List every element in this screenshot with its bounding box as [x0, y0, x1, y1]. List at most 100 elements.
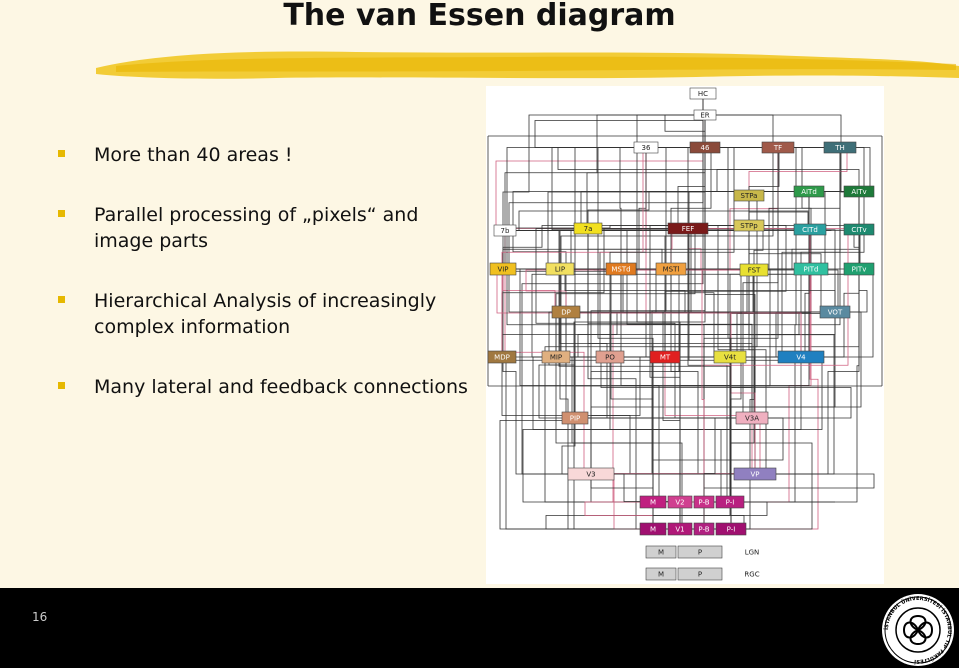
bullet-text: More than 40 areas ! [94, 144, 293, 166]
bullet-item: Parallel processing of „pixels“ and imag… [58, 202, 468, 254]
area-box-citd [793, 223, 827, 236]
connection-line [701, 269, 754, 529]
area-label-dp: DP [561, 309, 571, 317]
area-label-aitv: AITv [851, 188, 866, 196]
area-label-mstl: MSTl [663, 266, 680, 274]
area-label-m: M [658, 549, 664, 557]
area-box-stpp [733, 219, 765, 232]
bullet-text: Parallel processing of „pixels“ and imag… [94, 204, 419, 252]
connection-line [508, 93, 704, 313]
bullet-text: Hierarchical Analysis of increasingly co… [94, 290, 437, 338]
area-box-m [645, 567, 677, 581]
area-label-citv: CITv [851, 226, 866, 234]
area-box-p-b [693, 495, 715, 509]
connection-line [505, 230, 753, 418]
connection-line [545, 502, 731, 530]
connection-line [525, 269, 754, 312]
bullet-square-icon [58, 150, 65, 157]
bullet-text: Many lateral and feedback connections [94, 376, 468, 398]
bullet-square-icon [58, 382, 65, 389]
connection-line [730, 501, 768, 529]
area-box-p-i [715, 522, 747, 536]
area-box-46 [689, 141, 721, 154]
footer-bar: 16 İSTANBUL ÜNİVERSİTESİ İSTANBUL TIP FA… [0, 588, 959, 668]
area-box-p-b [693, 522, 715, 536]
area-box-pitd [793, 262, 829, 276]
slide-title: The van Essen diagram [283, 0, 676, 33]
area-label-lgn: LGN [745, 549, 760, 557]
area-box-p [677, 545, 723, 559]
area-label-p-i: P-I [726, 499, 735, 507]
area-box-aitv [843, 185, 875, 198]
area-box-citv [843, 223, 875, 236]
area-label-p-i: P-I [727, 526, 736, 534]
area-box-mstl [655, 262, 687, 276]
area-box-fst [739, 263, 769, 277]
connection-line [557, 147, 860, 192]
area-label-7b: 7b [501, 227, 510, 235]
area-box-m [639, 495, 667, 509]
area-label-36: 36 [642, 144, 651, 152]
area-label-vp: VP [750, 471, 759, 479]
area-box-dp [551, 305, 581, 319]
area-box-mip [541, 350, 571, 364]
area-label-vip: VIP [497, 266, 508, 274]
area-label-v2: V2 [675, 499, 684, 507]
area-label-stpa: STPa [741, 192, 758, 200]
connection-line [538, 312, 575, 419]
area-box-p [677, 567, 723, 581]
area-label-hc: HC [698, 90, 708, 98]
area-label-pitv: PITv [852, 266, 867, 274]
area-label-fef: FEF [682, 225, 694, 233]
area-label-stpp: STPp [740, 222, 758, 230]
university-seal-logo: İSTANBUL ÜNİVERSİTESİ İSTANBUL TIP FAKÜL… [882, 594, 954, 666]
area-box-v4t [713, 350, 747, 364]
area-label-tf: TF [773, 144, 782, 152]
area-label-v4t: V4t [724, 354, 736, 362]
area-label-mt: MT [660, 354, 671, 362]
area-label-m: M [650, 526, 656, 534]
area-label-m: M [650, 499, 656, 507]
area-label-lip: LIP [555, 266, 565, 274]
bullet-list: More than 40 areas ! Parallel processing… [58, 142, 468, 400]
connection-line [662, 311, 835, 529]
area-box-v1 [667, 522, 693, 536]
area-box-m [639, 522, 667, 536]
connection-line [501, 228, 688, 357]
area-label-rgc: RGC [744, 571, 759, 579]
area-label-v3a: V3A [745, 415, 759, 423]
area-label-m: M [658, 571, 664, 579]
area-label-p: P [698, 549, 702, 557]
area-box-pitv [843, 262, 875, 276]
area-label-mip: MIP [550, 354, 562, 362]
connection-line [534, 93, 704, 148]
area-box-36 [633, 141, 659, 154]
connection-line [610, 228, 715, 358]
page-number: 16 [32, 610, 48, 624]
area-box-v4 [777, 350, 825, 364]
area-label-7a: 7a [584, 225, 593, 233]
area-label-v1: V1 [675, 526, 684, 534]
area-box-7a [573, 222, 603, 235]
area-label-fst: FST [748, 267, 761, 275]
area-label-pitd: PITd [803, 266, 818, 274]
area-box-vip [489, 262, 517, 276]
area-label-p-b: P-B [698, 499, 709, 507]
connection-line [505, 230, 731, 502]
area-label-mstd: MSTd [611, 266, 630, 274]
area-box-7b [493, 224, 517, 237]
area-box-po [595, 350, 625, 364]
area-box-pip [561, 411, 589, 425]
connection-line [502, 225, 749, 269]
connection-line [547, 115, 706, 270]
connection-line [575, 228, 676, 419]
connection-line [664, 225, 787, 357]
area-box-m [645, 545, 677, 559]
connection-line [575, 417, 716, 529]
area-label-p-b: P-B [698, 526, 709, 534]
area-label-v3: V3 [586, 471, 595, 479]
connection-line [717, 225, 756, 474]
connection-line [664, 114, 774, 357]
bullet-square-icon [58, 296, 65, 303]
